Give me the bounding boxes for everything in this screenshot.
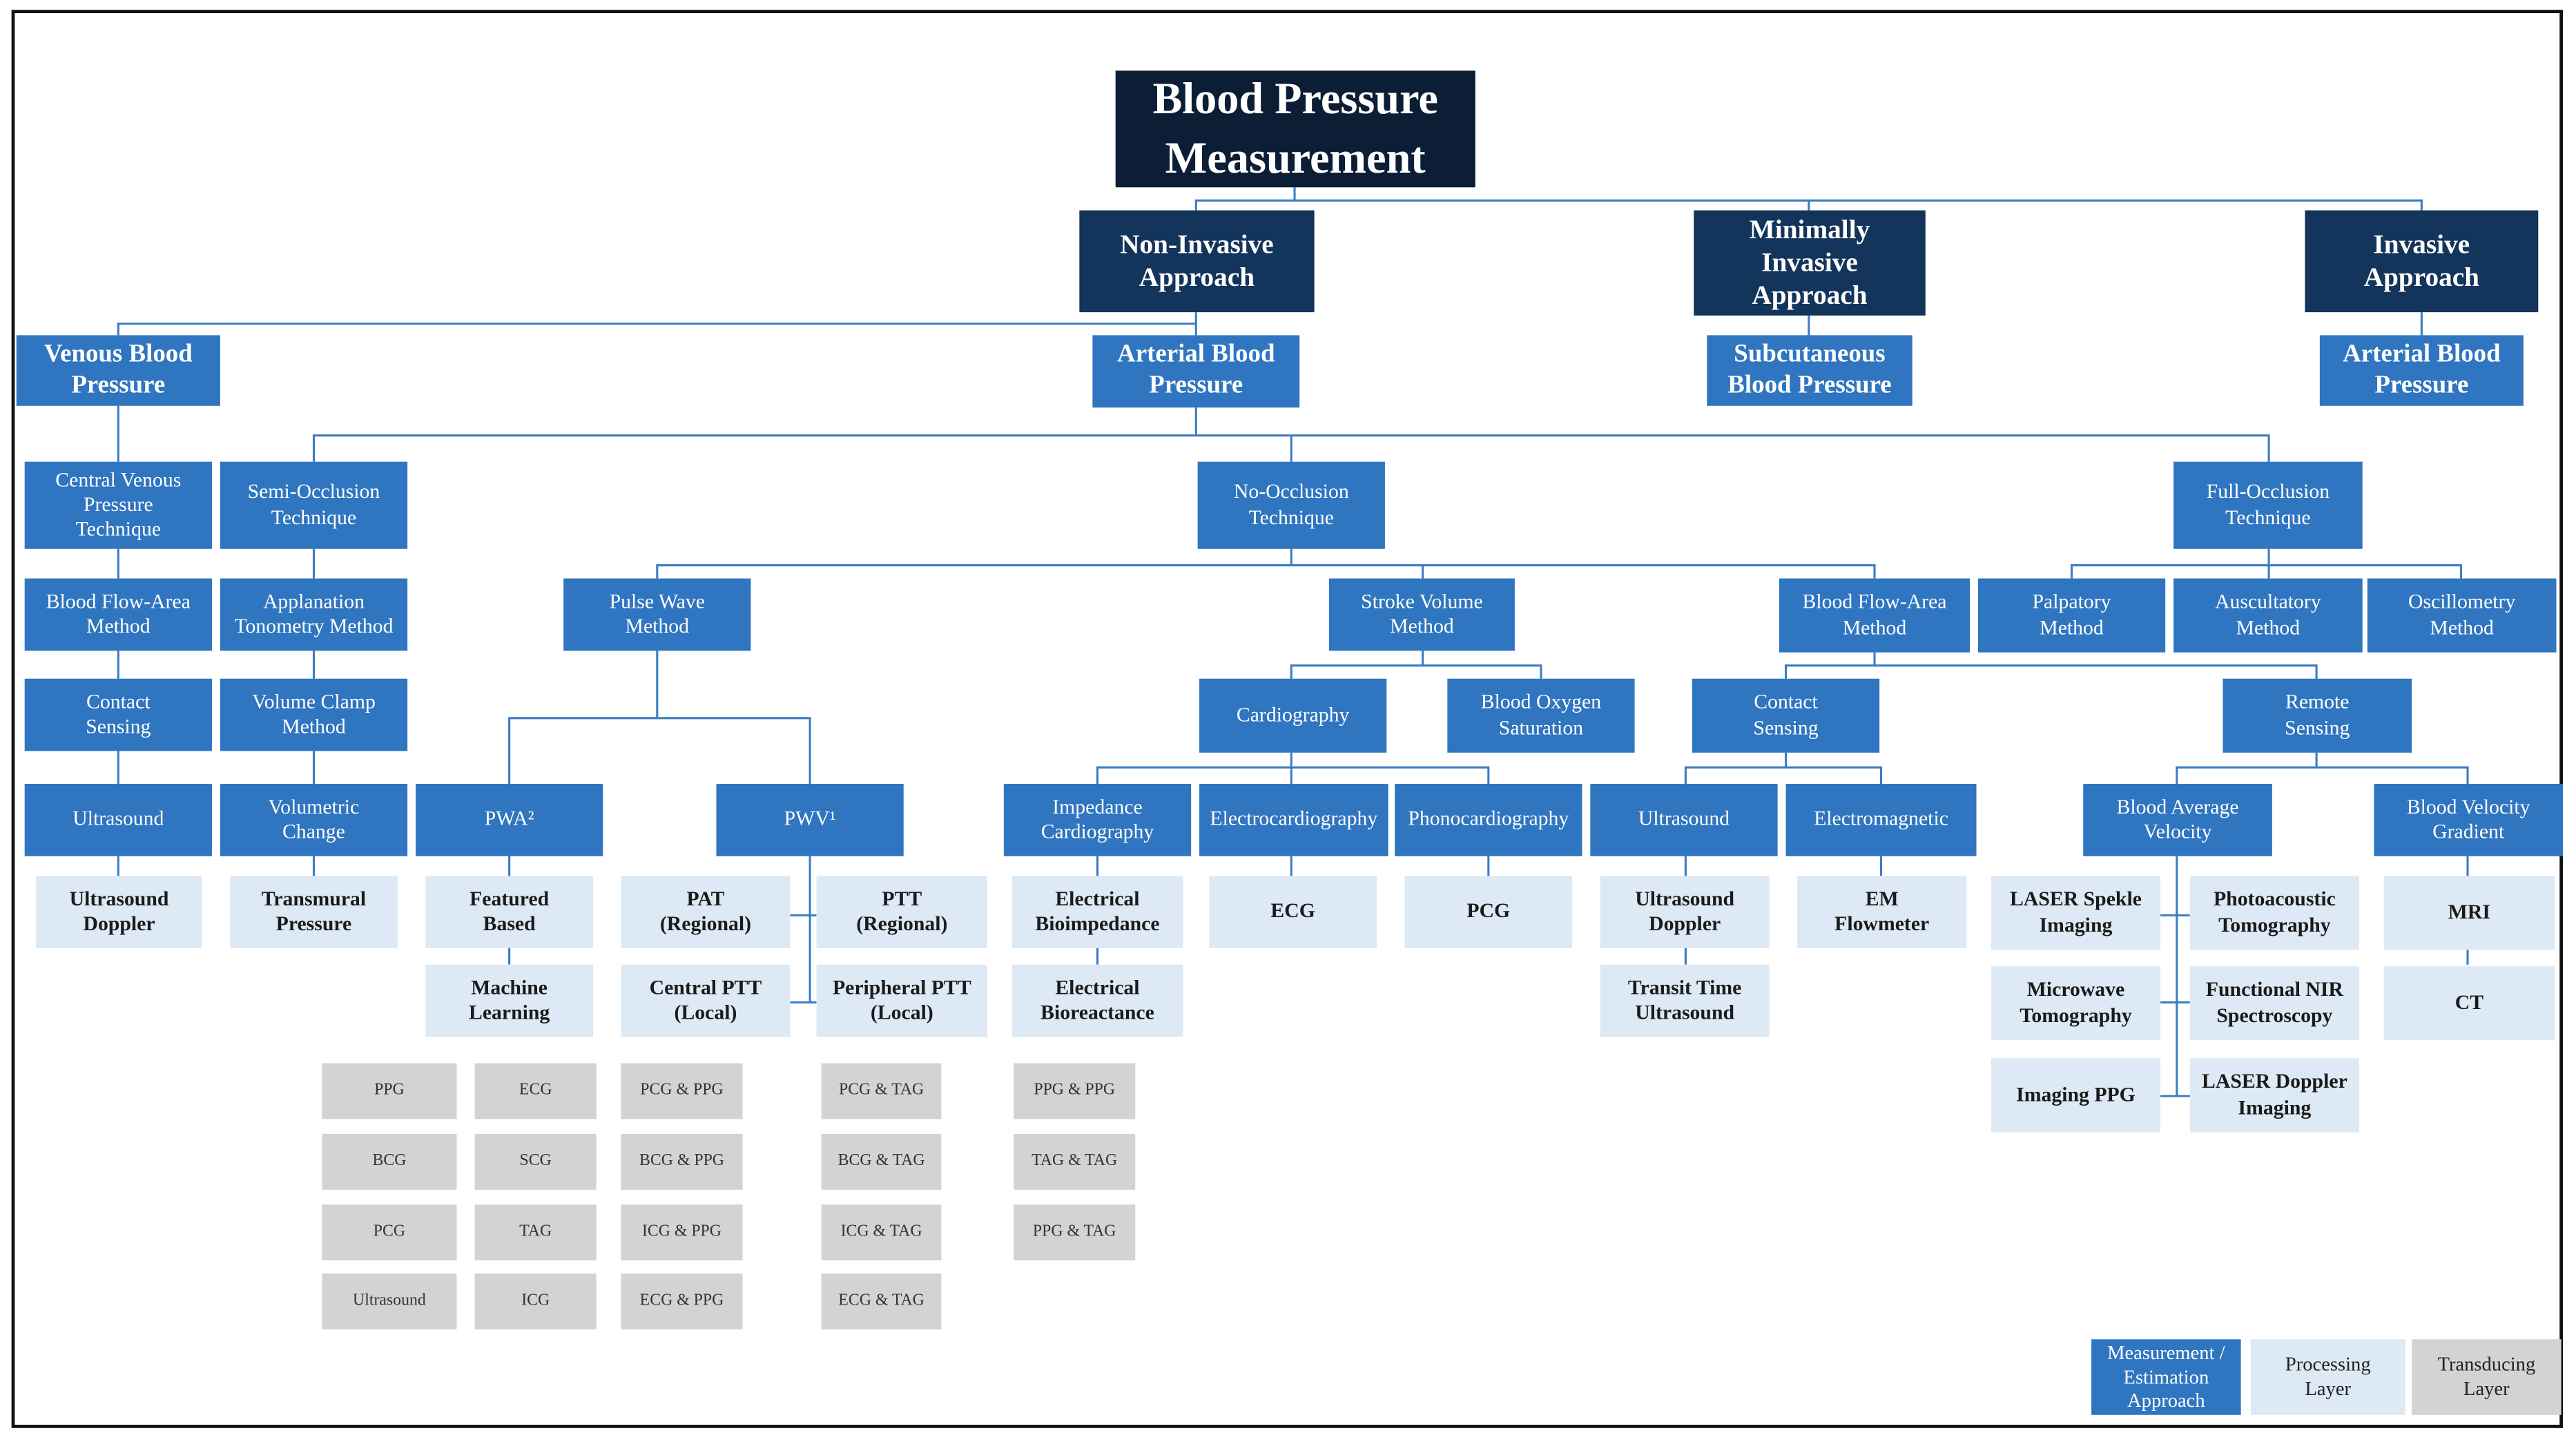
- connector: [1290, 664, 1542, 679]
- proc-pat-regional: PAT (Regional): [621, 876, 791, 948]
- proc-mri: MRI: [2383, 876, 2555, 950]
- proc-machine-learning: Machine Learning: [425, 964, 593, 1037]
- proc-central-ptt: Central PTT (Local): [621, 964, 791, 1037]
- trans-pcg-ppg: PCG & PPG: [621, 1063, 743, 1119]
- node-electrocardiography: Electrocardiography: [1199, 784, 1388, 856]
- trans-pcg-tag: PCG & TAG: [821, 1063, 942, 1119]
- node-venous-blood-pressure: Venous Blood Pressure: [16, 335, 220, 406]
- node-volumetric-change: Volumetric Change: [220, 784, 408, 856]
- proc-laser-spekle-imaging: LASER Spekle Imaging: [1991, 876, 2161, 950]
- proc-ct: CT: [2383, 966, 2555, 1041]
- node-arterial-blood-pressure-invasive: Arterial Blood Pressure: [2319, 335, 2524, 406]
- proc-laser-doppler-imaging: LASER Doppler Imaging: [2189, 1058, 2359, 1133]
- node-ultrasound-venous: Ultrasound: [24, 784, 212, 856]
- node-cardiography: Cardiography: [1199, 678, 1387, 753]
- legend-transducing: Transducing Layer: [2412, 1339, 2562, 1415]
- trans-tag: TAG: [474, 1204, 597, 1261]
- trans-bcg-tag: BCG & TAG: [821, 1133, 942, 1190]
- node-palpatory: Palpatory Method: [1977, 578, 2166, 653]
- trans-bcg: BCG: [322, 1133, 457, 1190]
- proc-imaging-ppg: Imaging PPG: [1991, 1058, 2161, 1133]
- node-no-occlusion: No-Occlusion Technique: [1197, 461, 1385, 549]
- proc-transmural-pressure: Transmural Pressure: [230, 876, 398, 948]
- node-full-occlusion: Full-Occlusion Technique: [2173, 461, 2363, 549]
- approach-invasive: Invasive Approach: [2305, 210, 2539, 313]
- trans-icg: ICG: [474, 1273, 597, 1330]
- trans-bcg-ppg: BCG & PPG: [621, 1133, 743, 1190]
- node-oscillometry: Oscillometry Method: [2367, 578, 2557, 653]
- proc-em-flowmeter: EM Flowmeter: [1797, 876, 1967, 948]
- trans-ppg-tag: PPG & TAG: [1014, 1204, 1136, 1261]
- connector: [1784, 664, 2318, 679]
- node-blood-velocity-gradient: Blood Velocity Gradient: [2374, 784, 2564, 856]
- node-ultrasound-arterial: Ultrasound: [1590, 784, 1778, 856]
- trans-ecg-tag: ECG & TAG: [821, 1273, 942, 1330]
- proc-functional-nir-spectroscopy: Functional NIR Spectroscopy: [2189, 966, 2359, 1041]
- proc-ptt-regional: PTT (Regional): [816, 876, 988, 948]
- proc-pcg: PCG: [1404, 876, 1573, 948]
- legend-processing: Processing Layer: [2250, 1339, 2405, 1415]
- node-electromagnetic: Electromagnetic: [1785, 784, 1977, 856]
- proc-peripheral-ptt: Peripheral PTT (Local): [816, 964, 988, 1037]
- node-auscultatory: Auscultatory Method: [2173, 578, 2363, 653]
- node-central-venous-pressure: Central Venous Pressure Technique: [24, 461, 212, 549]
- node-pwv: PWV¹: [716, 784, 904, 856]
- trans-ecg: ECG: [474, 1063, 597, 1119]
- proc-microwave-tomography: Microwave Tomography: [1991, 966, 2161, 1041]
- approach-minimally-invasive: Minimally Invasive Approach: [1694, 210, 1926, 316]
- node-contact-sensing-venous: Contact Sensing: [24, 678, 212, 751]
- connector: [508, 717, 811, 785]
- legend-measurement: Measurement / Estimation Approach: [2091, 1339, 2241, 1415]
- proc-electrical-bioimpedance: Electrical Bioimpedance: [1011, 876, 1183, 948]
- proc-photoacoustic-tomography: Photoacoustic Tomography: [2189, 876, 2359, 950]
- node-contact-sensing-arterial: Contact Sensing: [1692, 678, 1880, 753]
- trans-ppg: PPG: [322, 1063, 457, 1119]
- trans-ecg-ppg: ECG & PPG: [621, 1273, 743, 1330]
- node-impedance-cardiography: Impedance Cardiography: [1003, 784, 1192, 856]
- proc-ultrasound-doppler-arterial: Ultrasound Doppler: [1600, 876, 1770, 948]
- connector: [2176, 766, 2469, 785]
- connector: [1684, 766, 1883, 785]
- approach-non-invasive: Non-Invasive Approach: [1079, 210, 1315, 313]
- trans-ppg-ppg: PPG & PPG: [1014, 1063, 1136, 1119]
- proc-transit-time-ultrasound: Transit Time Ultrasound: [1600, 964, 1770, 1037]
- node-arterial-blood-pressure: Arterial Blood Pressure: [1092, 335, 1300, 408]
- node-subcutaneous-blood-pressure: Subcutaneous Blood Pressure: [1707, 335, 1912, 406]
- node-volume-clamp: Volume Clamp Method: [220, 678, 408, 751]
- node-pulse-wave: Pulse Wave Method: [563, 578, 751, 651]
- node-blood-average-velocity: Blood Average Velocity: [2083, 784, 2272, 856]
- connector: [656, 564, 1876, 579]
- trans-pcg: PCG: [322, 1204, 457, 1261]
- trans-icg-tag: ICG & TAG: [821, 1204, 942, 1261]
- node-applanation-tonometry: Applanation Tonometry Method: [220, 578, 408, 651]
- node-pwa: PWA²: [416, 784, 603, 856]
- trans-scg: SCG: [474, 1133, 597, 1190]
- node-stroke-volume: Stroke Volume Method: [1329, 578, 1515, 651]
- diagram-title: Blood Pressure Measurement: [1115, 70, 1475, 188]
- trans-ultrasound: Ultrasound: [322, 1273, 457, 1330]
- node-blood-flow-area-venous: Blood Flow-Area Method: [24, 578, 212, 651]
- connector: [2071, 564, 2463, 579]
- proc-ecg: ECG: [1209, 876, 1377, 948]
- proc-electrical-bioreactance: Electrical Bioreactance: [1011, 964, 1183, 1037]
- connector: [1096, 766, 1490, 785]
- trans-tag-tag: TAG & TAG: [1014, 1133, 1136, 1190]
- node-semi-occlusion: Semi-Occlusion Technique: [220, 461, 408, 549]
- connector: [117, 323, 1197, 336]
- node-remote-sensing: Remote Sensing: [2222, 678, 2412, 753]
- proc-ultrasound-doppler-venous: Ultrasound Doppler: [36, 876, 202, 948]
- proc-featured-based: Featured Based: [425, 876, 593, 948]
- node-blood-flow-area-arterial: Blood Flow-Area Method: [1779, 578, 1970, 653]
- trans-icg-ppg: ICG & PPG: [621, 1204, 743, 1261]
- node-phonocardiography: Phonocardiography: [1395, 784, 1582, 856]
- node-blood-oxygen-saturation: Blood Oxygen Saturation: [1447, 678, 1635, 753]
